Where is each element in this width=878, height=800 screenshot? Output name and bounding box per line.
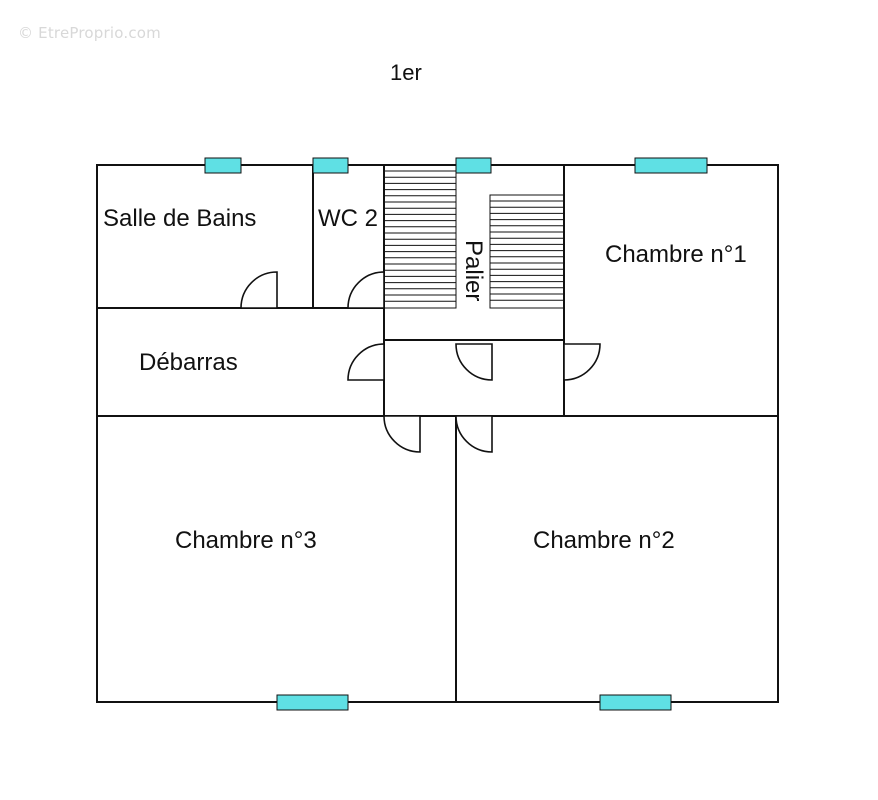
staircase	[383, 164, 565, 309]
door-chambre2	[455, 415, 493, 453]
watermark: © EtreProprio.com	[18, 24, 161, 42]
room-label-chambre2: Chambre n°2	[533, 527, 675, 554]
door-debarras	[347, 343, 385, 381]
room-label-chambre3: Chambre n°3	[175, 527, 317, 554]
door-chambre3	[383, 415, 421, 453]
door-palier	[455, 343, 493, 381]
floor-label: 1er	[390, 60, 422, 85]
window-wc2	[312, 157, 349, 174]
room-label-salle-de-bains: Salle de Bains	[103, 205, 256, 232]
window-chambre1	[634, 157, 708, 174]
room-label-palier: Palier	[460, 240, 487, 301]
room-label-chambre1: Chambre n°1	[605, 241, 747, 268]
door-salle-de-bains	[240, 271, 278, 309]
doors	[240, 271, 601, 453]
door-chambre1	[563, 343, 601, 381]
window-palier	[455, 157, 492, 174]
room-label-debarras: Débarras	[139, 349, 238, 376]
room-label-wc2: WC 2	[318, 205, 378, 232]
door-wc2	[347, 271, 385, 309]
window-salle-de-bains	[204, 157, 242, 174]
window-chambre2	[599, 694, 672, 711]
windows	[204, 157, 708, 711]
window-chambre3	[276, 694, 349, 711]
